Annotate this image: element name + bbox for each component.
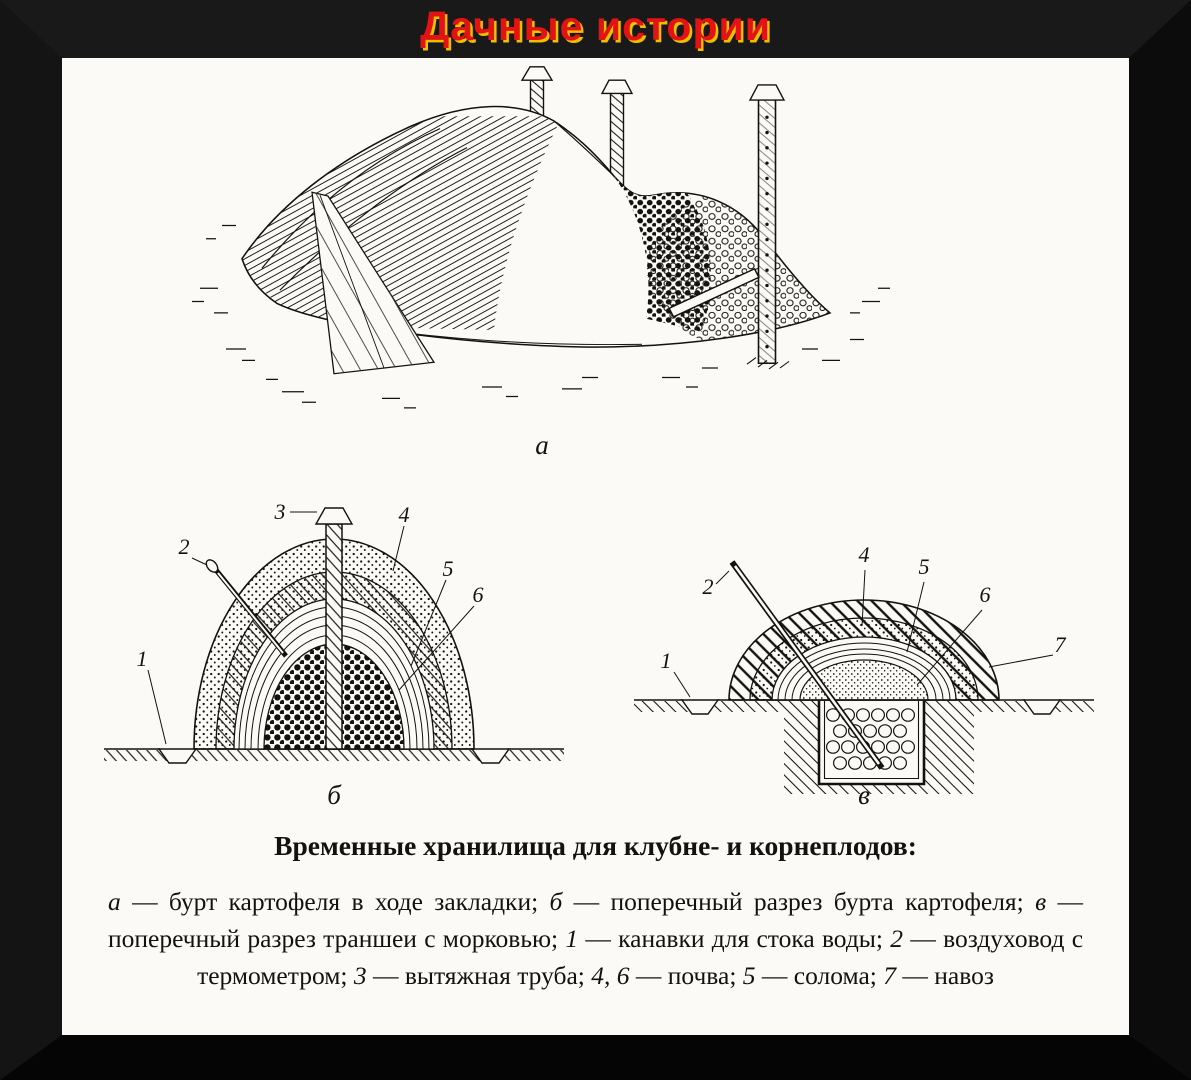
drainage-channel <box>311 191 436 375</box>
mound-cross-section <box>728 599 1000 701</box>
callout-1-label: 1 <box>661 648 672 673</box>
exhaust-pipe <box>314 507 354 750</box>
air-duct <box>729 560 885 770</box>
figure-caption-title: Временные хранилища для клубне- и корнеп… <box>274 830 917 861</box>
callout-3-label: 3 <box>274 499 286 524</box>
callout-7-label: 7 <box>1055 632 1067 657</box>
potato-heap <box>647 187 830 348</box>
figure-a-label: а <box>535 430 549 460</box>
figure-b-drawing: 1 2 3 4 5 6 <box>104 499 564 764</box>
vent-pipe-front <box>746 84 790 370</box>
figure-b-label: б <box>327 780 341 810</box>
legend-key: 5 <box>742 960 756 990</box>
ground <box>634 699 1094 715</box>
legend-key: в <box>1035 887 1047 916</box>
callout-4-label: 4 <box>859 542 870 567</box>
drain-ditch-left <box>157 748 198 764</box>
inner-earth-layer <box>799 659 929 701</box>
legend-key: 3 <box>353 960 367 990</box>
clamp-mound <box>241 105 832 348</box>
legend-key: 2 <box>890 923 904 953</box>
straw-cover <box>242 116 562 330</box>
drain-ditch-right <box>470 748 511 764</box>
pipe-cap-icon <box>600 79 634 95</box>
callout-2-label: 2 <box>703 574 714 599</box>
legend-key: б <box>549 887 563 916</box>
soil <box>634 701 1094 794</box>
figure-v-drawing: 1 2 4 5 6 7 <box>634 542 1094 794</box>
thermometer-duct <box>205 559 288 658</box>
air-duct-pipe <box>668 267 760 318</box>
figure-v-label: в <box>858 780 870 810</box>
ground <box>104 748 564 764</box>
callout-4-label: 4 <box>399 502 410 527</box>
carrots <box>826 708 916 770</box>
legend-key: 1 <box>565 923 579 953</box>
callout-numbers: 1 2 3 4 5 6 <box>137 499 484 671</box>
drain-ditch-right <box>1022 699 1062 715</box>
callout-5-label: 5 <box>443 556 454 581</box>
legend-key: а <box>108 887 121 916</box>
legend-key: 4, 6 <box>591 960 630 990</box>
book-page: а <box>62 58 1129 1035</box>
pipe-cap-icon <box>520 66 554 81</box>
legend-key: 7 <box>883 960 897 990</box>
ground-marks <box>192 224 890 409</box>
pipe-cap-icon <box>314 507 354 525</box>
callout-leaders <box>673 569 1054 698</box>
figure-a-drawing <box>192 66 890 409</box>
header-title: Дачные истории <box>420 3 771 49</box>
callout-1-label: 1 <box>137 646 148 671</box>
drain-ditch-left <box>680 699 720 715</box>
callout-leaders <box>147 511 475 745</box>
callout-numbers: 1 2 4 5 6 7 <box>661 542 1067 673</box>
callout-6-label: 6 <box>473 582 484 607</box>
callout-2-label: 2 <box>179 534 190 559</box>
pipe-cap-icon <box>748 84 786 101</box>
callout-6-label: 6 <box>980 582 991 607</box>
figure-legend: а — бурт картофеля в ходе закладки; б — … <box>108 887 1084 990</box>
callout-5-label: 5 <box>919 554 930 579</box>
